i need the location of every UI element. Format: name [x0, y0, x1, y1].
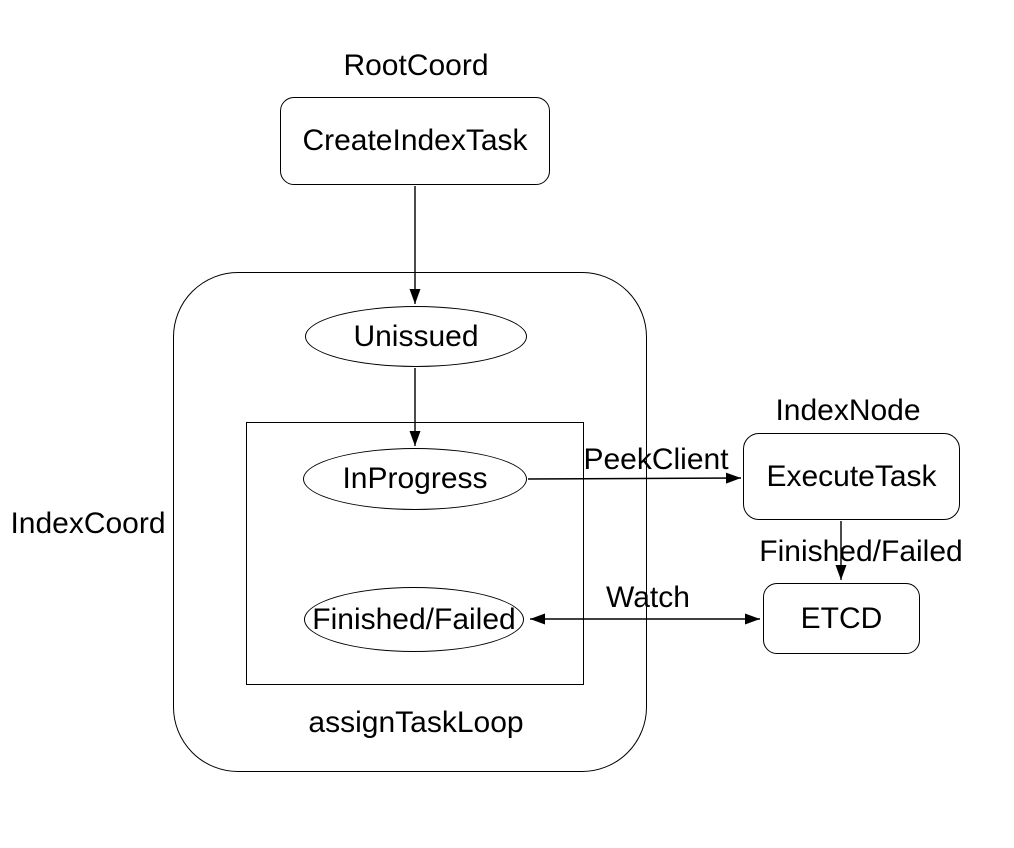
index-coord-container — [173, 272, 647, 772]
root-coord-label: RootCoord — [343, 49, 489, 82]
node-create-index-task-label: CreateIndexTask — [302, 124, 528, 157]
node-etcd: ETCD — [763, 583, 920, 654]
node-etcd-label: ETCD — [800, 601, 883, 635]
edge-label-peek-client: PeekClient — [583, 443, 729, 476]
node-in-progress: InProgress — [303, 448, 527, 510]
assign-task-loop-label: assignTaskLoop — [308, 706, 524, 739]
node-execute-task: ExecuteTask — [743, 433, 960, 520]
node-create-index-task: CreateIndexTask — [280, 97, 550, 185]
index-coord-label: IndexCoord — [10, 507, 166, 540]
edge-label-watch: Watch — [606, 581, 690, 614]
node-finished-failed: Finished/Failed — [304, 587, 524, 652]
edge-label-finished-failed: Finished/Failed — [759, 535, 963, 568]
node-finished-failed-label: Finished/Failed — [312, 602, 516, 636]
node-unissued-label: Unissued — [353, 319, 479, 353]
node-execute-task-label: ExecuteTask — [766, 459, 937, 493]
index-node-label: IndexNode — [775, 394, 921, 427]
node-in-progress-label: InProgress — [342, 462, 488, 495]
node-unissued: Unissued — [305, 306, 527, 367]
